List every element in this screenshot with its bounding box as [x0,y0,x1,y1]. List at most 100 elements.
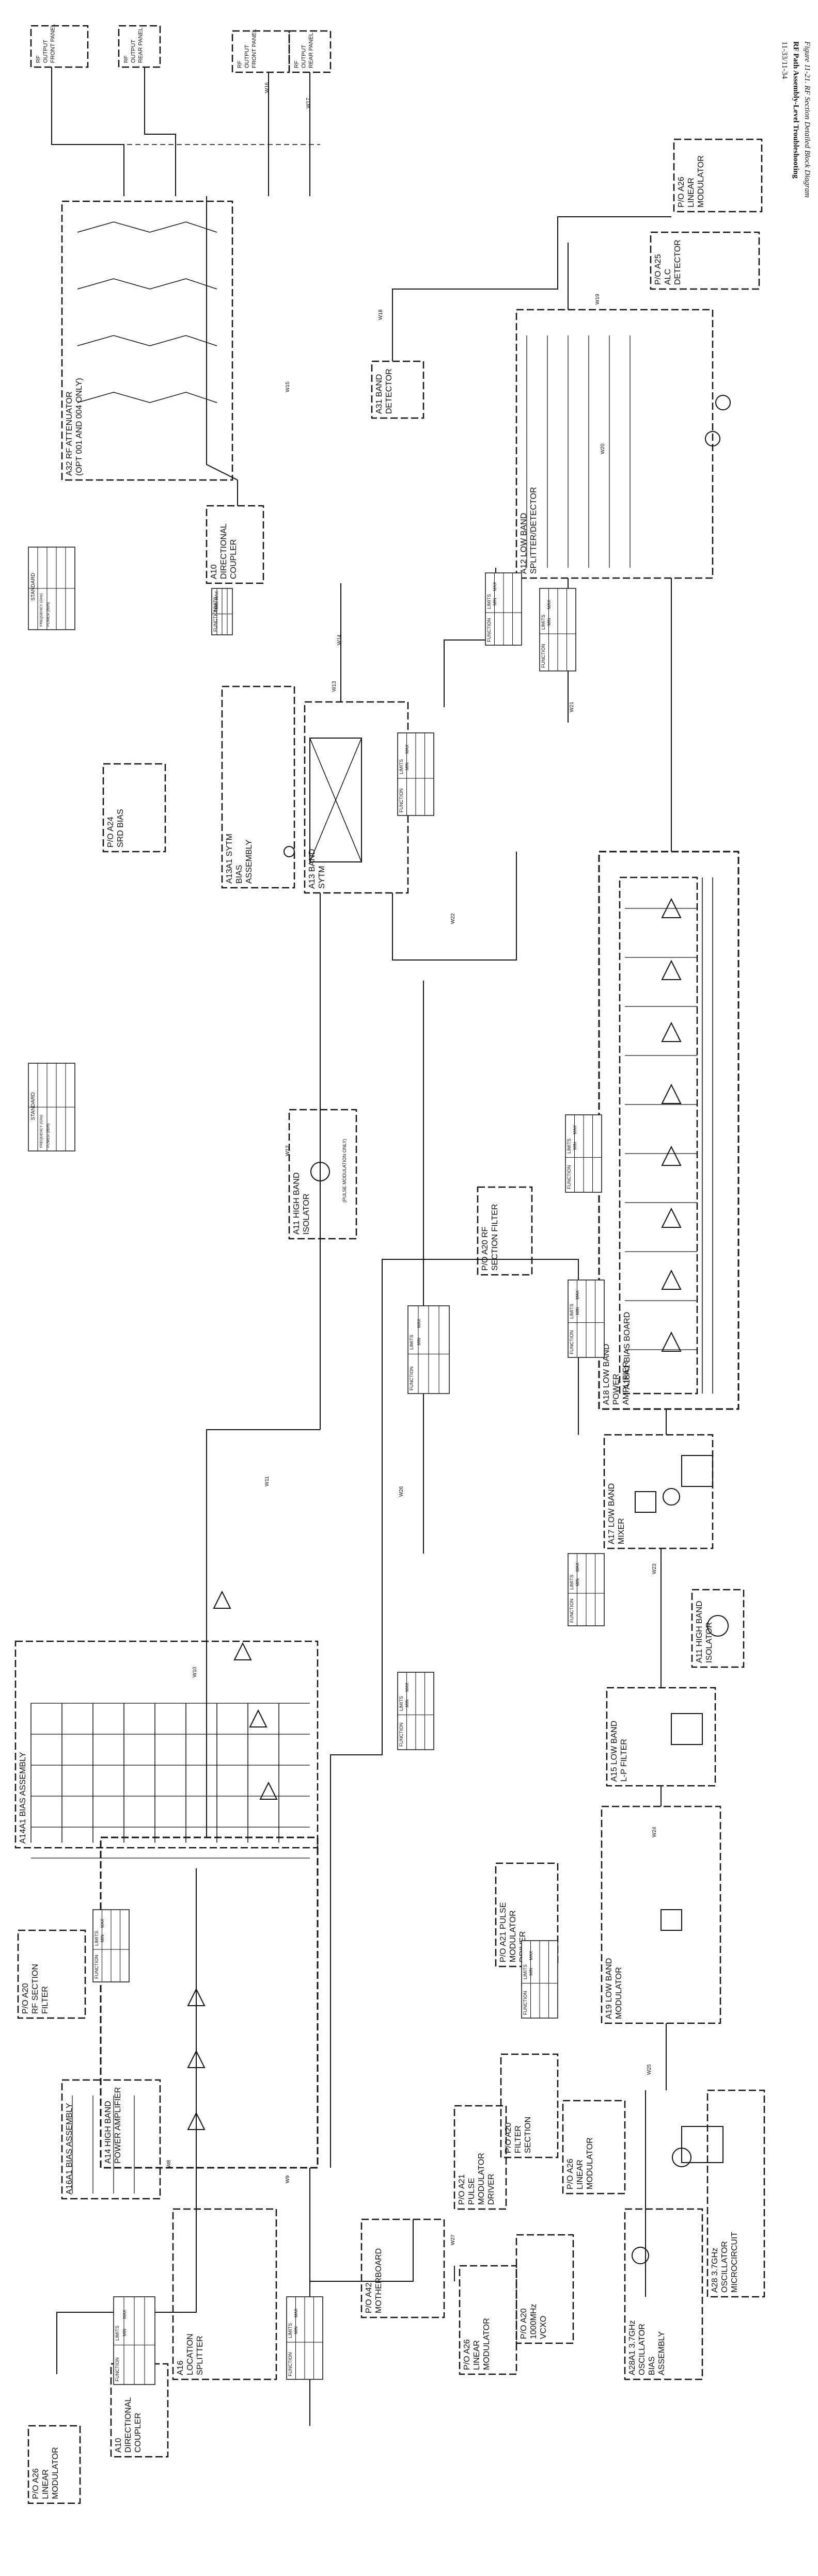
figure-title: Figure 11-21. RF Section Detailed Block … [803,41,811,198]
min-header: MIN [575,1578,580,1586]
min-header: MIN [214,602,219,610]
assembly-a18a1: A18A1 BIAS BOARD [619,876,698,1395]
amplifier-symbol [249,1709,268,1727]
assembly-label-line: FILTER [41,1986,50,2014]
assembly-label-line: LINEAR [473,2340,481,2370]
assembly-label-line: POWER AMPLIFIER [114,2087,122,2164]
assembly-label-line: SRD BIAS [116,809,125,847]
function-header: FUNCTION [115,2358,120,2382]
assembly-outline [515,309,714,579]
assembly-label-line: DETECTOR [385,369,394,414]
assembly-label-line: MODULATOR [477,2153,486,2205]
assembly-label-line: MODULATOR [586,2137,594,2189]
assembly-label-line: OUTPUT [42,40,49,63]
function-header: FUNCTION [409,1367,414,1391]
assembly-label-line: PULSE [467,2178,476,2205]
assembly-label-line: A15 LOW BAND [610,1721,619,1782]
assembly-outline [14,1640,319,1849]
min-header: MIN [405,762,410,770]
limits-header: LIMITS [399,1696,404,1711]
standard-col: POWER (dBm) [47,602,51,627]
assembly-label-line: A18 LOW BAND [602,1344,611,1405]
function-header: FUNCTION [541,644,546,668]
assembly-label-line: DRIVER [487,2174,496,2205]
min-header: MIN [100,1934,105,1942]
max-header: MAX [575,1562,580,1572]
assembly-label: A16A1 BIAS ASSEMBLY [65,2103,74,2195]
assembly-outline [27,2425,81,2504]
cable-label: W22 [450,913,456,924]
amplifier-symbol [661,1145,682,1166]
max-header: MAX [214,591,219,600]
assembly-label-line: ALC [664,269,672,285]
assembly-label-line: SYTM [318,866,326,889]
assembly-label-line: MOTHERBOARD [374,2248,383,2313]
standard-title: STANDARD [30,573,36,601]
function-header: FUNCTION [523,1991,528,2015]
limits-header: LIMITS [569,1575,574,1590]
min-header: MIN [493,598,497,605]
assembly-label-line: POWER [612,1374,621,1405]
assembly-outline [477,1186,533,1276]
assembly-label-line: A11 HIGH BAND [695,1601,704,1663]
lowpass-filter-symbol [681,1455,713,1487]
cable-label: W13 [332,681,337,692]
signal-wires [30,67,713,2426]
assembly-label-line: FRONT PANEL [50,24,56,63]
limits-header: LIMITS [409,1335,414,1350]
min-header: MIN [294,2326,298,2334]
min-header: MIN [547,618,552,626]
amplifier-symbol [661,1021,682,1042]
detector-diode-symbol [705,431,720,446]
section-title: RF Path Assembly-Level Troubleshooting [792,41,800,179]
limits-header: LIMITS [213,597,218,612]
assembly-label-line: MODULATOR [697,155,705,207]
function-header: FUNCTION [399,789,404,813]
amplifier-symbol [187,1988,206,2006]
assembly-label-line: OSCILLATOR [638,2324,647,2375]
assembly-label-line: DIRECTIONAL [219,523,228,579]
assembly-label-line: RF [123,55,129,63]
min-header: MIN [405,1700,410,1707]
assembly-outline [673,138,763,213]
assembly-label-line: P/O A21 [458,2174,466,2205]
cable-label: W18 [378,309,384,320]
assembly-outline [691,1589,745,1668]
limits-header: LIMITS [486,594,492,609]
assembly-a14a1: A14A1 BIAS ASSEMBLY [14,1640,319,1849]
assembly-label-line: REAR PANEL [308,33,314,68]
cable-label: W20 [600,443,606,454]
cable-label: W25 [647,2064,652,2075]
component-symbols [187,395,731,2264]
detector-diode-symbol [715,395,731,410]
max-header: MAX [573,1125,577,1134]
cable-label: W24 [652,1827,657,1837]
amplifier-symbol [187,2050,206,2068]
function-header: FUNCTION [567,1165,572,1190]
assembly-a16a1: A16A1 BIAS ASSEMBLY [61,2079,161,2200]
assembly-outline [61,200,233,481]
cable-label: W27 [450,2234,456,2245]
function-header: FUNCTION [213,608,218,632]
